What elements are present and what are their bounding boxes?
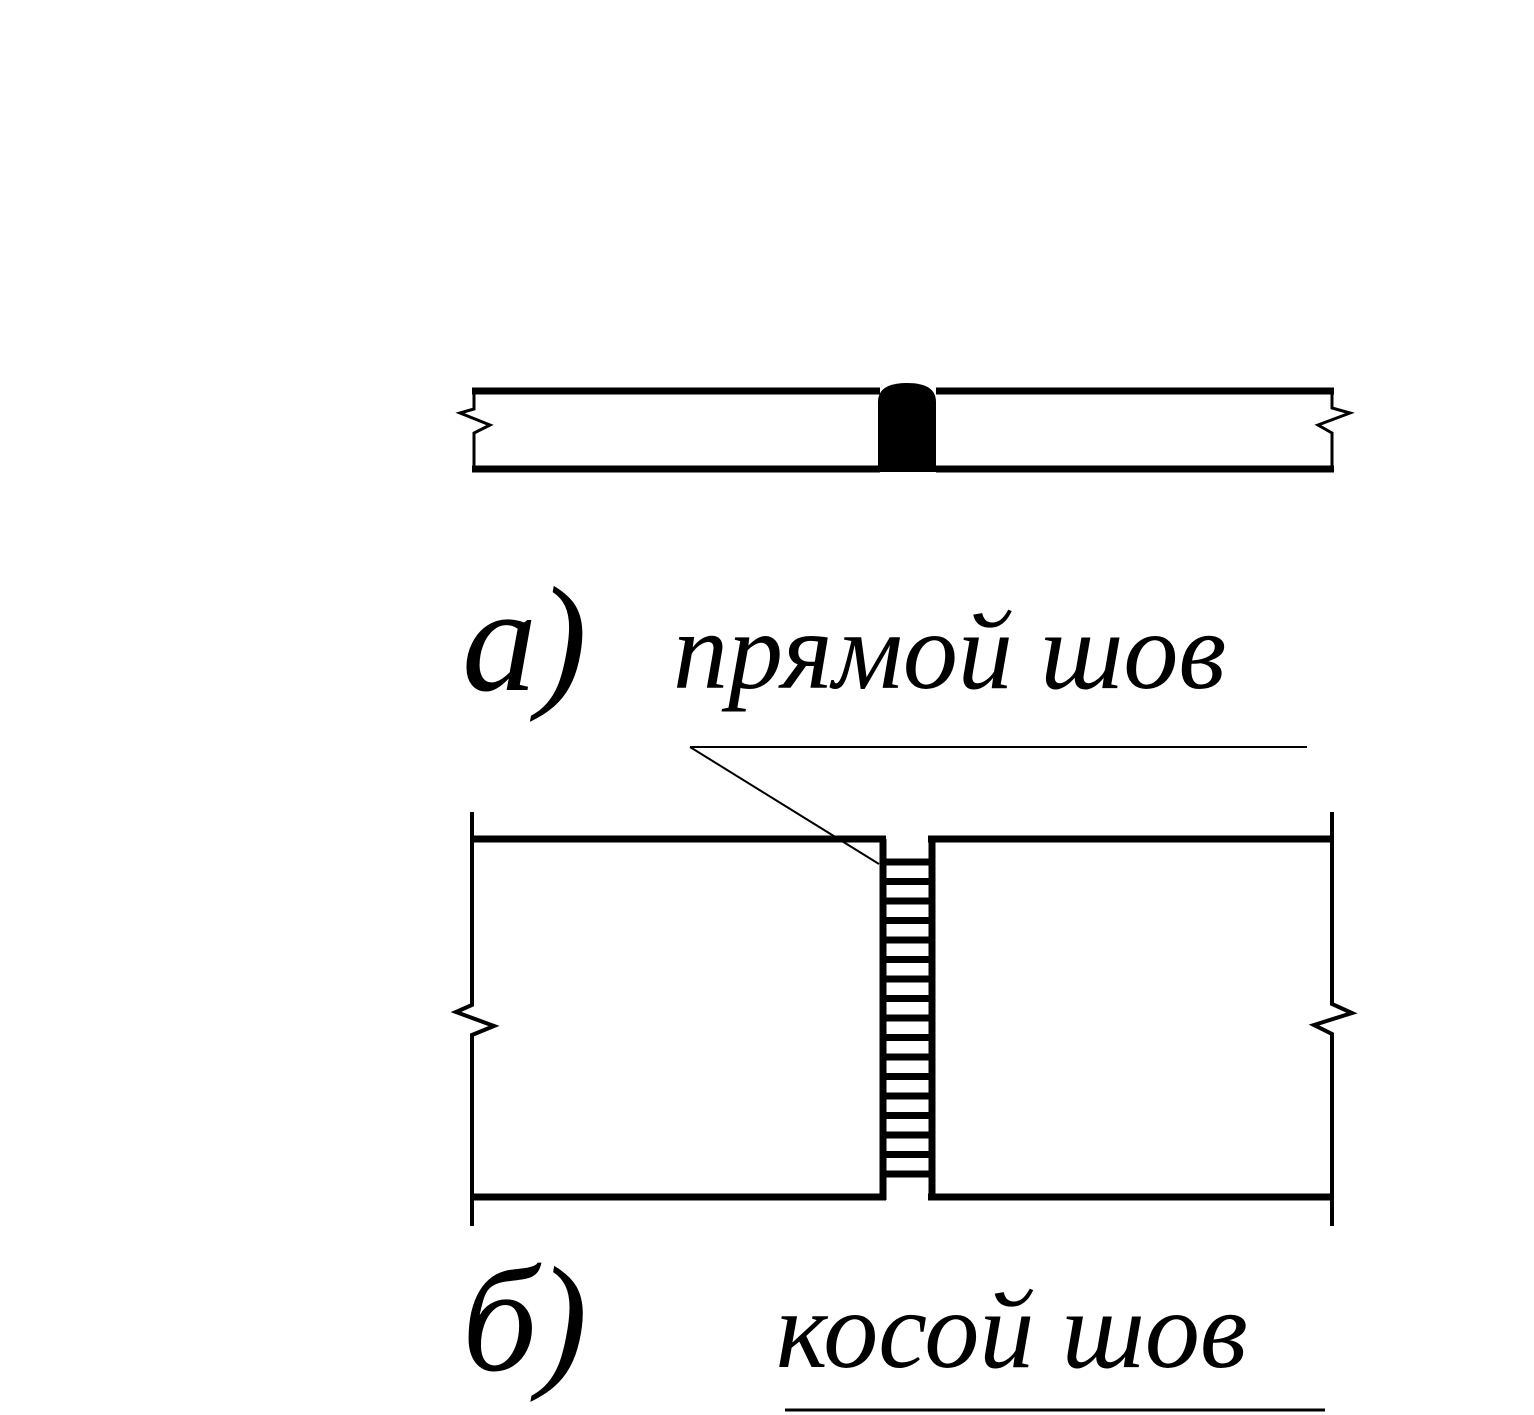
right-plate-section — [936, 387, 1355, 473]
part-b-caption: косой шов — [776, 1269, 1248, 1391]
part-a-letter: а) — [462, 557, 587, 723]
left-plate-plan — [450, 812, 886, 1226]
left-plate-section — [455, 387, 880, 473]
leader-line — [689, 746, 1307, 865]
weld-bead — [878, 383, 936, 472]
right-plate-plan — [928, 812, 1358, 1226]
part-a-caption: прямой шов — [673, 590, 1226, 712]
plan-view-b — [450, 812, 1358, 1226]
section-view-a — [455, 383, 1355, 473]
weld-seam-hatch — [879, 839, 936, 1200]
part-b-letter: б) — [462, 1237, 587, 1403]
